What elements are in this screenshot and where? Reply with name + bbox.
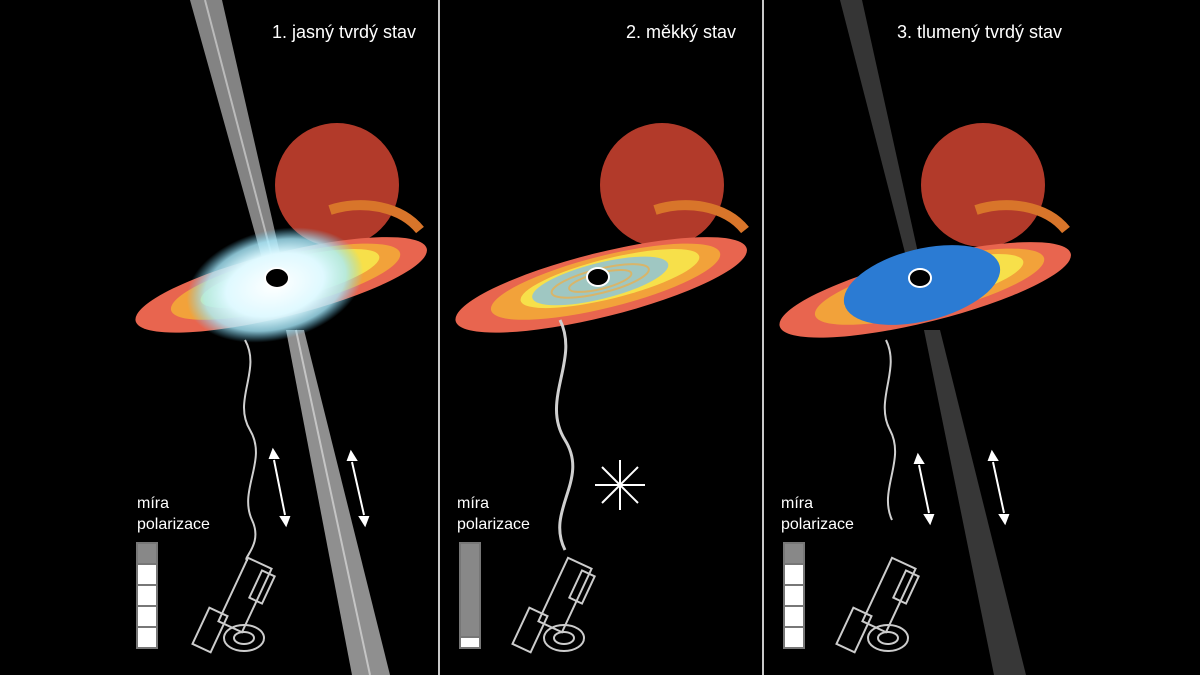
- polarization-arrow-jet: [987, 449, 1010, 526]
- panel-divider: [438, 0, 440, 675]
- panel-2-illustration: [455, 123, 749, 654]
- panel-title: 2. měkký stav: [626, 22, 737, 42]
- panel-title: 1. jasný tvrdý stav: [272, 22, 417, 42]
- companion-star: [275, 123, 399, 247]
- companion-star: [600, 123, 724, 247]
- relativistic-jet: [840, 0, 1026, 675]
- panel-bright-hard-state: 1. jasný tvrdý stav míra polarizace: [0, 0, 438, 675]
- polarization-arrow-disk: [913, 452, 935, 526]
- polarization-meter: [459, 542, 481, 649]
- companion-star: [921, 123, 1045, 247]
- polarization-label: míra polarizace: [781, 495, 854, 533]
- polarization-arrow-disk: [268, 447, 291, 528]
- black-hole: [586, 267, 610, 287]
- panel-title: 3. tlumený tvrdý stav: [897, 22, 1063, 42]
- panel-faint-hard-state: 3. tlumený tvrdý stav míra polarizace: [764, 0, 1200, 675]
- panel-divider: [762, 0, 764, 675]
- polarization-arrows-radial: [595, 460, 645, 510]
- relativistic-jet: [190, 0, 390, 675]
- panel-soft-state: 2. měkký stav míra polarizace: [440, 0, 762, 675]
- photon-path: [243, 339, 257, 561]
- panel-1-illustration: [135, 0, 427, 675]
- black-hole: [264, 267, 290, 289]
- accretion-stream: [974, 200, 1070, 234]
- polarization-label: míra polarizace: [137, 495, 210, 533]
- ixpe-satellite-icon: [835, 556, 921, 654]
- accretion-stream: [653, 200, 749, 234]
- polarization-arrow-jet: [346, 449, 370, 528]
- panel-3-illustration: [779, 0, 1071, 675]
- polarization-label: míra polarizace: [457, 495, 530, 533]
- polarization-meter: [783, 542, 805, 649]
- polarization-meter: [136, 542, 158, 649]
- photon-path: [555, 319, 575, 551]
- ixpe-satellite-icon: [191, 556, 277, 654]
- black-hole: [908, 268, 932, 288]
- photon-path: [883, 339, 897, 521]
- ixpe-satellite-icon: [511, 556, 597, 654]
- accretion-stream: [328, 200, 424, 234]
